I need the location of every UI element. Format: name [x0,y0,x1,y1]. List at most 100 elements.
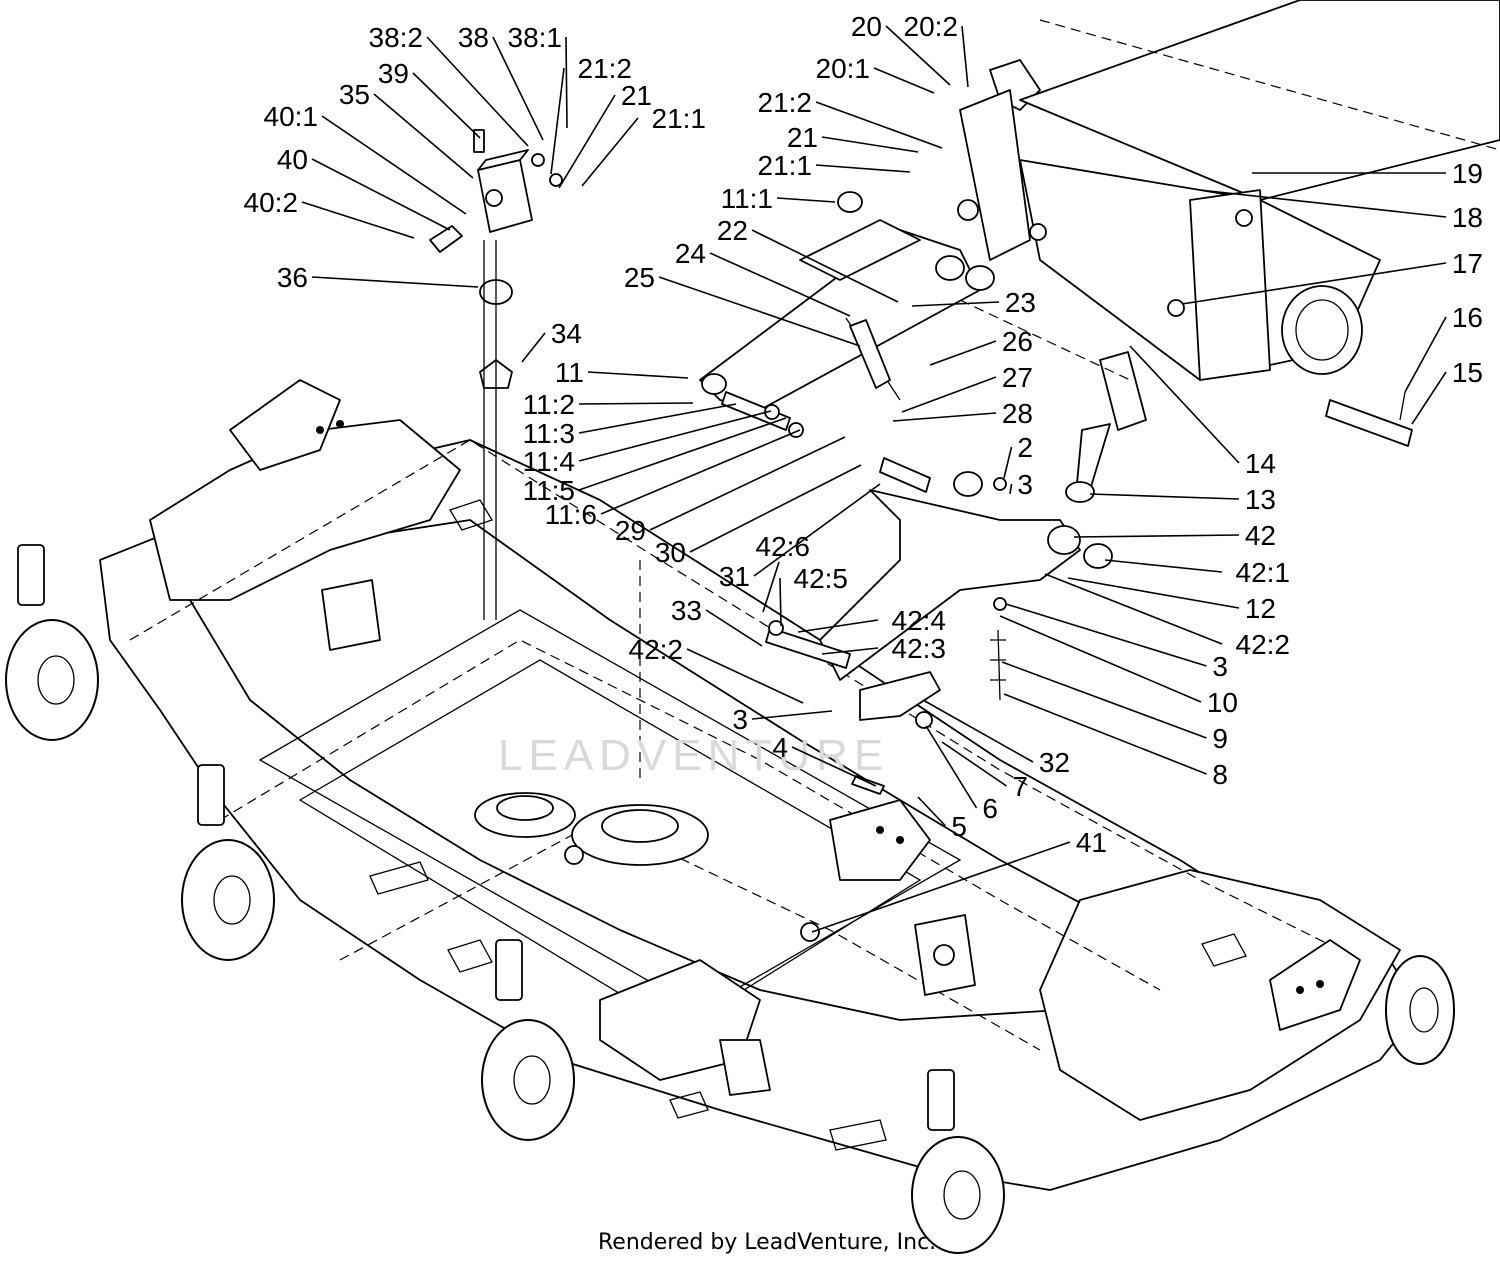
callout-label: 21:1 [758,150,813,181]
callout-leader [929,340,997,366]
callout-leader [311,276,479,288]
callout: 42:1 [1104,557,1290,588]
callout: 38:1 [508,22,568,129]
caster-wheels-drawing [5,544,1455,1254]
callout: 20:1 [816,53,935,94]
callout: 11:1 [721,183,836,214]
callout: 16 [1404,302,1483,393]
callout-label: 42:4 [892,605,947,636]
callout: 40 [277,144,451,231]
callout-label: 41 [1076,827,1107,858]
callout: 27 [901,362,1033,413]
callout-label: 17 [1452,248,1483,279]
callout-leader [762,561,780,613]
callout: 21:1 [758,150,911,181]
callout: 15 [1411,357,1483,425]
callout-leader [892,412,997,422]
callout-leader [709,252,851,317]
callout-label: 25 [624,262,655,293]
callout-label: 24 [675,238,706,269]
callout-leader [686,648,804,704]
callout-leader [1181,262,1447,305]
callout-leader [922,699,1034,763]
callout-label: 13 [1245,484,1276,515]
callout-label: 3 [1017,469,1033,500]
callout-label: 30 [655,537,686,568]
callout-label: 42:2 [1236,629,1291,660]
callout: 30 [655,464,862,568]
credit-line: Rendered by LeadVenture, Inc. [598,1230,936,1255]
callout-label: 34 [551,318,582,349]
callout-label: 2 [1017,432,1033,463]
mower-deck-drawing [99,379,1421,1191]
callout-leader [1067,577,1240,609]
callout-leader [821,647,879,655]
callout-label: 11:3 [523,418,575,449]
callout: 10 [999,615,1238,718]
callout-label: 29 [615,515,646,546]
callout: 36 [277,262,479,293]
callout: 18 [1199,189,1483,233]
callout-label: 11:2 [523,389,575,420]
callout-leader [578,403,737,434]
callout: 3 [1009,469,1033,500]
callout-leader [1199,189,1447,218]
callout-label: 12 [1245,593,1276,624]
callout-label: 39 [378,58,409,89]
callout: 21 [787,122,919,153]
callout-label: 11:4 [523,446,575,477]
callout-label: 11:5 [523,475,575,506]
callout-leader [658,276,861,347]
callout-leader [751,229,899,303]
callout: 22 [717,215,899,303]
callout: 42:2 [629,634,804,704]
callout-leader [1009,483,1013,495]
callout-leader [689,464,862,553]
callout: 3 [732,704,833,735]
callout-label: 20 [851,11,882,42]
callout: 14 [1129,345,1276,479]
callout: 21 [558,80,652,189]
callout-leader [558,94,616,189]
callout-label: 40:1 [264,101,319,132]
callout-leader [941,741,1007,787]
callout-leader [961,25,969,88]
callout-leader [779,577,782,627]
callout: 9 [1001,661,1228,754]
callout: 41 [811,827,1107,933]
callout-leader [753,483,881,577]
callout-label: 16 [1452,302,1483,333]
callout-leader [321,115,467,215]
callout: 11:3 [523,403,737,449]
callout-leader [1003,446,1013,479]
callout-label: 15 [1452,357,1483,388]
callout-label: 20:1 [816,53,871,84]
callout: 20 [851,11,951,86]
callout-leader [1129,345,1240,464]
callout: 11:5 [523,417,787,506]
callout: 11:2 [523,389,694,420]
callout: 39 [378,58,481,139]
callout: 31 [719,483,881,592]
callout-leader [1073,534,1240,538]
callout-leader [815,164,911,173]
callout-label: 22 [717,215,748,246]
callout-leader [1089,493,1240,500]
callout-label: 26 [1002,326,1033,357]
callout-leader [1104,559,1223,573]
callout-label: 35 [339,79,370,110]
callout-label: 27 [1002,362,1033,393]
callout-label: 6 [982,793,998,824]
callout: 35 [339,79,474,179]
callout-leader [821,136,919,153]
callout: 12 [1067,577,1276,624]
callout-leader [925,725,978,809]
callout-leader [751,710,833,720]
callout-label: 21 [787,122,818,153]
callout: 11:4 [523,410,772,477]
callout: 40:1 [264,101,467,215]
callout: 32 [922,699,1070,778]
callout: 21:1 [581,103,706,187]
callout-leader [412,72,481,139]
callout-leader [791,746,877,787]
